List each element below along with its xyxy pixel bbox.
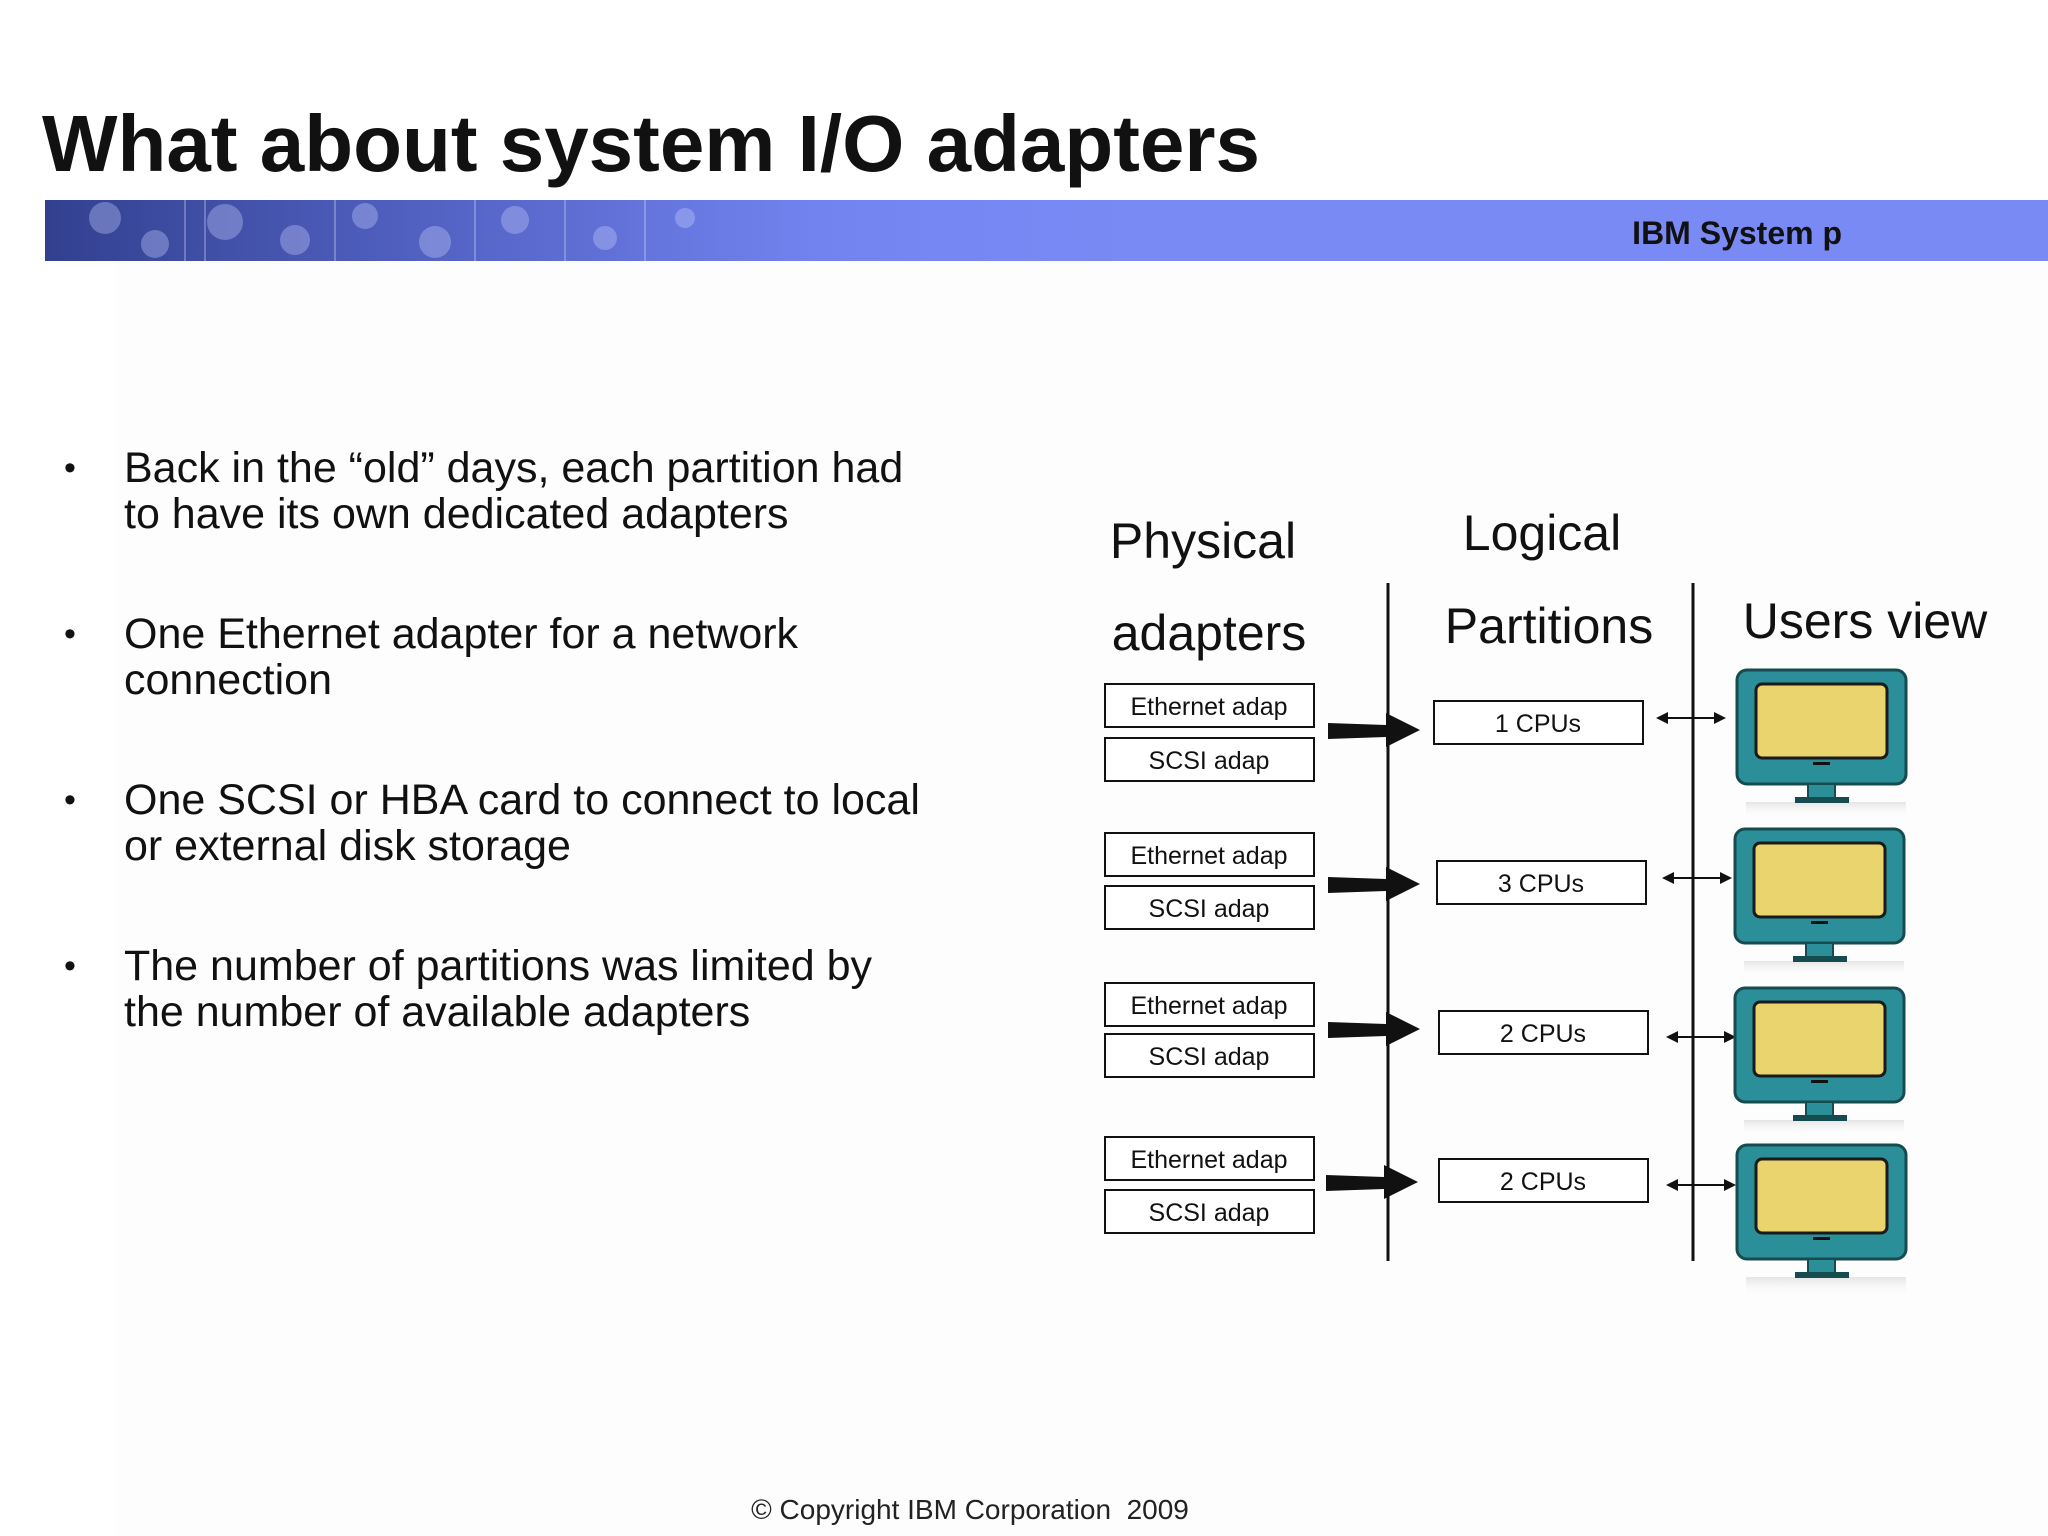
scsi-adapter-label: SCSI adap (1149, 895, 1270, 923)
scsi-adapter-label: SCSI adap (1149, 747, 1270, 775)
ethernet-adapter-box (1104, 683, 1315, 728)
partition-box (1436, 860, 1647, 905)
adapter-to-partition-arrow (1328, 1012, 1420, 1046)
physical-header-line2: adapters (1112, 605, 1307, 661)
bidirectional-arrow (1656, 712, 1726, 724)
brand-label: IBM System p (1632, 215, 1842, 251)
ethernet-adapter-label: Ethernet adap (1130, 992, 1287, 1020)
users-view-header: Users view (1743, 593, 1988, 649)
bullet-dot: • (64, 615, 76, 653)
logical-header-line2: Partitions (1445, 598, 1653, 654)
bullet-dot: • (64, 449, 76, 487)
bidirectional-arrow (1662, 872, 1732, 884)
adapter-to-partition-arrow (1328, 713, 1420, 747)
scsi-adapter-box (1104, 885, 1315, 930)
bullet-item: • Back in the “old” days, each partition… (62, 445, 1022, 537)
ethernet-adapter-box (1104, 832, 1315, 877)
copyright-footer: © Copyright IBM Corporation 2009 (751, 1494, 1189, 1525)
partition-box (1433, 700, 1644, 745)
bullet-text-line: Back in the “old” days, each partition h… (124, 444, 904, 492)
bidirectional-arrow (1666, 1179, 1736, 1191)
logical-header-line1: Logical (1463, 505, 1621, 561)
slide-title: What about system I/O adapters (42, 99, 1261, 188)
partition-label: 3 CPUs (1498, 870, 1584, 898)
adapter-to-partition-arrow (1326, 1165, 1418, 1199)
bidirectional-arrow (1666, 1031, 1736, 1043)
monitor-icon (1735, 668, 1908, 818)
partition-label: 1 CPUs (1495, 710, 1581, 738)
ethernet-adapter-label: Ethernet adap (1130, 842, 1287, 870)
scsi-adapter-box (1104, 737, 1315, 782)
content-panel (116, 262, 2048, 1536)
scsi-adapter-box (1104, 1033, 1315, 1078)
bullet-text-line: The number of partitions was limited by (124, 942, 873, 990)
bullet-text-line: connection (124, 656, 332, 704)
adapter-to-partition-arrow (1328, 867, 1420, 901)
partition-box (1438, 1010, 1649, 1055)
bullet-dot: • (64, 781, 76, 819)
ethernet-adapter-label: Ethernet adap (1130, 693, 1287, 721)
bullet-text-line: One Ethernet adapter for a network (124, 610, 799, 658)
bullet-text-line: the number of available adapters (124, 988, 751, 1036)
bullet-text-line: to have its own dedicated adapters (124, 490, 789, 538)
bullet-item: • One Ethernet adapter for a network con… (62, 611, 1022, 703)
physical-header-line1: Physical (1110, 513, 1296, 569)
monitor-icon (1735, 1143, 1908, 1297)
monitor-icon (1733, 986, 1906, 1136)
banner-pattern (45, 200, 945, 261)
partition-box (1438, 1158, 1649, 1203)
scsi-adapter-label: SCSI adap (1149, 1199, 1270, 1227)
partition-label: 2 CPUs (1500, 1168, 1586, 1196)
bullet-item: • One SCSI or HBA card to connect to loc… (62, 777, 1022, 869)
scsi-adapter-box (1104, 1189, 1315, 1234)
bullet-dot: • (64, 947, 76, 985)
partition-label: 2 CPUs (1500, 1020, 1586, 1048)
monitor-icon (1733, 827, 1906, 977)
header-banner: IBM System p (45, 200, 2048, 261)
ethernet-adapter-box (1104, 1136, 1315, 1181)
bullet-text-line: One SCSI or HBA card to connect to local (124, 776, 920, 824)
ethernet-adapter-label: Ethernet adap (1130, 1146, 1287, 1174)
ethernet-adapter-box (1104, 982, 1315, 1027)
scsi-adapter-label: SCSI adap (1149, 1043, 1270, 1071)
bullet-item: • The number of partitions was limited b… (62, 943, 1022, 1035)
bullet-list: • Back in the “old” days, each partition… (62, 445, 1022, 1109)
bullet-text-line: or external disk storage (124, 822, 571, 870)
